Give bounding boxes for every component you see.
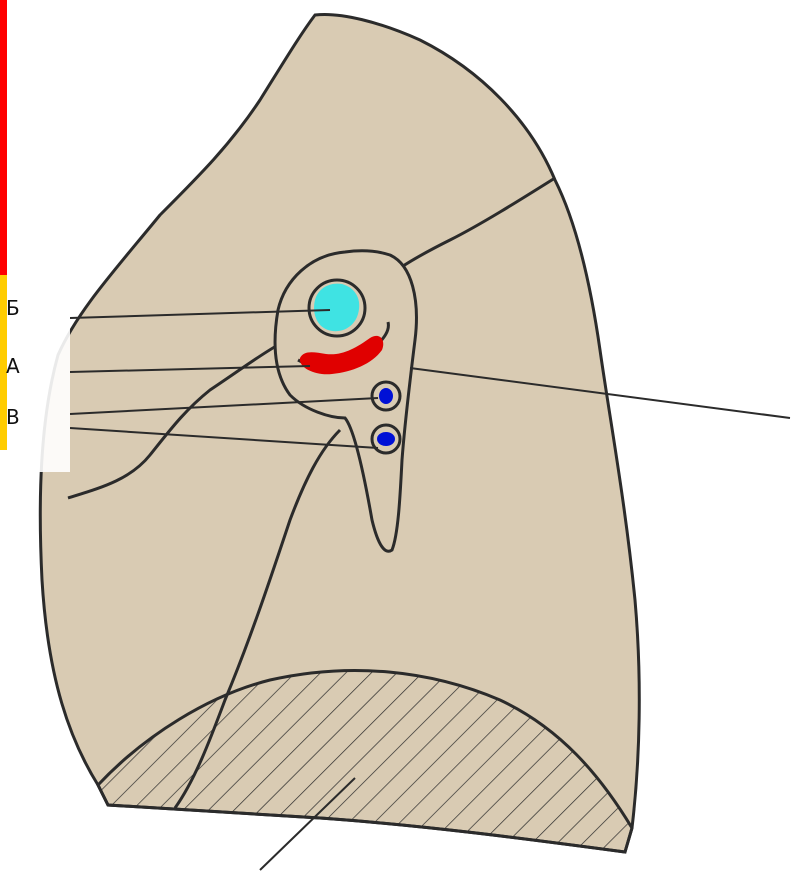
label-veins: В	[6, 407, 20, 427]
side-bar-red	[0, 0, 7, 275]
pulmonary-vein-lower	[377, 432, 395, 446]
pulmonary-vein-upper	[379, 388, 393, 404]
label-artery: А	[6, 356, 20, 376]
label-bronchus: Б	[6, 298, 20, 318]
